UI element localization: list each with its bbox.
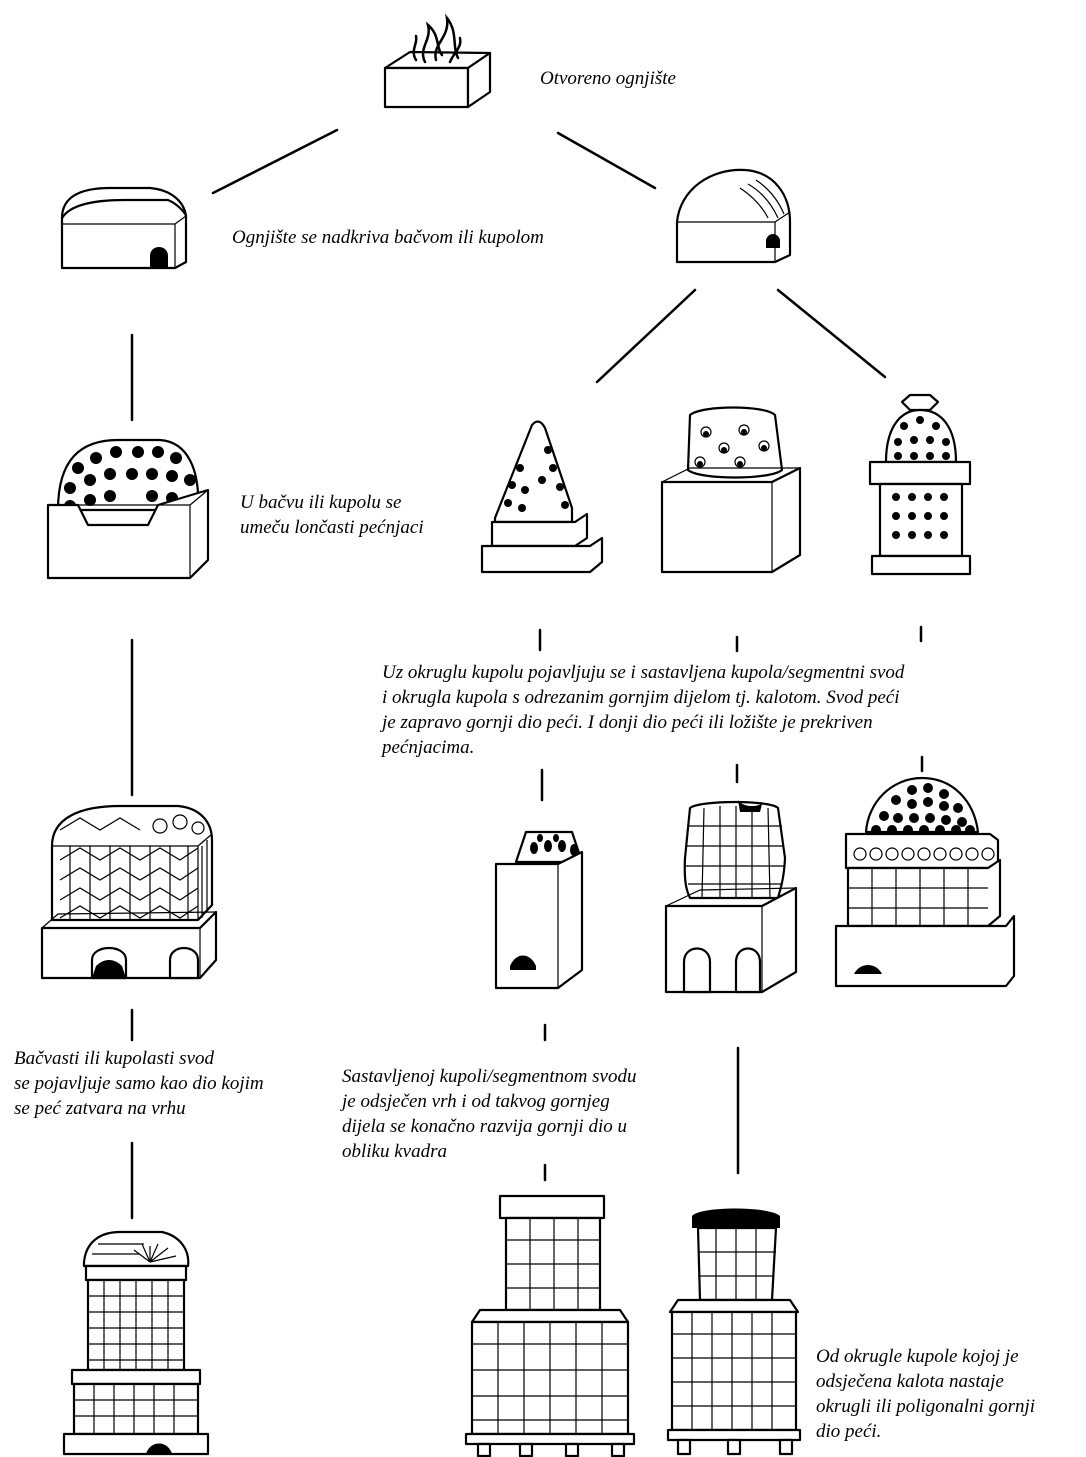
caption-composite-dome: Uz okruglu kupolu pojavljuju se i sastav… (382, 662, 905, 758)
fan-top-tiled-stove-drawing (62, 1230, 210, 1456)
stepped-cubic-stove-drawing (464, 1194, 636, 1457)
dome-drawing (675, 168, 792, 264)
dotted-dome-stove-drawing (834, 776, 1016, 988)
caption-open-hearth: Otvoreno ognjište (540, 68, 676, 89)
barrel-tiled-stove-drawing (664, 800, 798, 994)
barrel-vault-drawing (60, 186, 188, 270)
round-tower-stove-drawing (666, 1208, 802, 1456)
cone-stove-drawing (480, 420, 604, 574)
caption-round-upper: Od okrugle kupole kojoj je odsječena kal… (816, 1346, 1036, 1442)
caption-pots-inserted: U bačvu ili kupolu se umeču lončasti peć… (240, 492, 424, 538)
small-dotted-top-stove-drawing (494, 830, 584, 990)
open-hearth-drawing (383, 13, 492, 109)
caption-cut-top: Sastavljenoj kupoli/segmentnom svodu je … (342, 1066, 637, 1162)
chest-tiled-stove-drawing (40, 804, 218, 980)
connector-lines (130, 128, 924, 1220)
caption-closing-vault: Bačvasti ili kupolasti svod se pojavljuj… (14, 1048, 264, 1119)
truncated-dome-stove-drawing (660, 406, 802, 574)
barrel-with-pots-drawing (46, 438, 210, 580)
tower-dotted-stove-drawing (868, 393, 972, 576)
caption-vault-cover: Ognjište se nadkriva bačvom ili kupolom (232, 227, 544, 248)
